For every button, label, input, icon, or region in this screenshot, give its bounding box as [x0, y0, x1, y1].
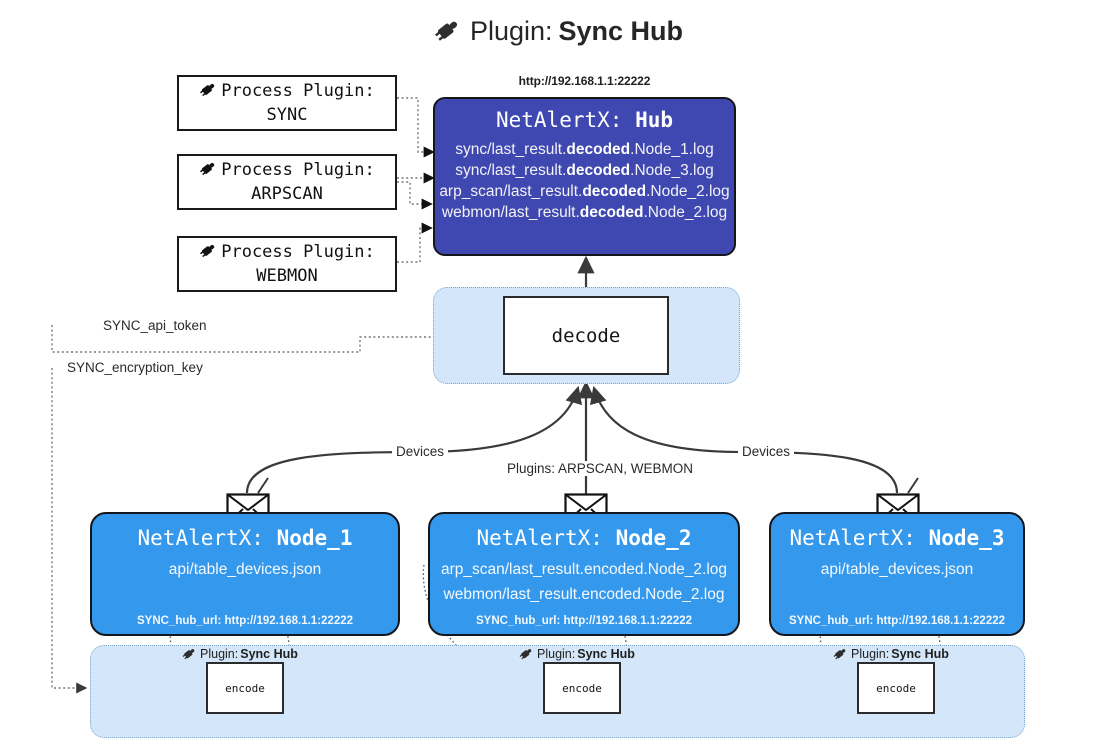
decode-box[interactable]: decode — [503, 296, 669, 375]
node-box-node-1[interactable]: NetAlertX: Node_1 api/table_devices.json… — [90, 512, 400, 636]
encode-plugin-label-1: Plugin: Sync Hub — [182, 645, 298, 663]
process-plugin-box-sync[interactable]: Process Plugin: SYNC — [177, 75, 397, 131]
plug-icon — [199, 240, 219, 265]
devices-label-left: Devices — [392, 444, 449, 459]
node-hub-url: SYNC_hub_url: http://192.168.1.1:22222 — [788, 615, 1006, 627]
node-title: NetAlertX: Node_1 — [137, 526, 353, 550]
process-plugin-label: Process Plugin: — [221, 242, 375, 263]
plugins-label: Plugins: ARPSCAN, WEBMON — [503, 461, 698, 476]
node-line: api/table_devices.json — [168, 561, 322, 578]
plug-icon — [833, 645, 849, 663]
hub-log-line: sync/last_result.decoded.Node_1.log — [455, 141, 714, 158]
page-title-prefix: Plugin: — [469, 16, 553, 46]
node-box-node-2[interactable]: NetAlertX: Node_2 arp_scan/last_result.e… — [428, 512, 740, 636]
node-hub-url: SYNC_hub_url: http://192.168.1.1:22222 — [136, 615, 354, 627]
hub-log-list: sync/last_result.decoded.Node_1.log sync… — [435, 141, 734, 222]
hub-title-name: Hub — [635, 108, 674, 132]
hub-log-line: arp_scan/last_result.decoded.Node_2.log — [439, 183, 730, 200]
hub-title-prefix: NetAlertX: — [495, 108, 623, 132]
hub-box[interactable]: NetAlertX: Hub sync/last_result.decoded.… — [433, 97, 736, 256]
plug-icon — [199, 158, 219, 183]
node-box-node-3[interactable]: NetAlertX: Node_3 api/table_devices.json… — [769, 512, 1025, 636]
encode-box-1[interactable]: encode — [206, 662, 284, 714]
plug-icon — [434, 14, 464, 49]
process-plugin-label: Process Plugin: — [221, 160, 375, 181]
plug-icon — [182, 645, 198, 663]
process-plugin-name: ARPSCAN — [251, 184, 323, 204]
process-plugin-label: Process Plugin: — [221, 81, 375, 102]
page-title-name: Sync Hub — [558, 16, 684, 46]
sync-encryption-key-label: SYNC_encryption_key — [63, 360, 207, 375]
node-hub-url: SYNC_hub_url: http://192.168.1.1:22222 — [475, 615, 693, 627]
hub-url-label: http://192.168.1.1:22222 — [518, 74, 651, 88]
page-title: Plugin: Sync Hub — [0, 14, 1117, 49]
node-line: arp_scan/last_result.encoded.Node_2.log — [440, 561, 728, 578]
plug-icon — [199, 79, 219, 104]
process-plugin-name: SYNC — [266, 105, 308, 125]
encode-box-3[interactable]: encode — [857, 662, 935, 714]
process-plugin-box-webmon[interactable]: Process Plugin: WEBMON — [177, 236, 397, 292]
node-line: webmon/last_result.encoded.Node_2.log — [443, 585, 725, 603]
plug-icon — [519, 645, 535, 663]
encode-box-2[interactable]: encode — [543, 662, 621, 714]
process-plugin-name: WEBMON — [256, 266, 318, 286]
sync-api-token-label: SYNC_api_token — [99, 318, 211, 333]
hub-log-line: sync/last_result.decoded.Node_3.log — [455, 162, 714, 179]
node-title: NetAlertX: Node_2 — [476, 526, 692, 550]
devices-label-right: Devices — [738, 444, 795, 459]
encode-plugin-label-3: Plugin: Sync Hub — [833, 645, 949, 663]
hub-title: NetAlertX: Hub — [496, 108, 673, 132]
process-plugin-box-arpscan[interactable]: Process Plugin: ARPSCAN — [177, 154, 397, 210]
node-title: NetAlertX: Node_3 — [789, 526, 1005, 550]
encode-plugin-label-2: Plugin: Sync Hub — [519, 645, 635, 663]
node-line: api/table_devices.json — [820, 561, 974, 578]
hub-log-line: webmon/last_result.decoded.Node_2.log — [441, 204, 728, 221]
